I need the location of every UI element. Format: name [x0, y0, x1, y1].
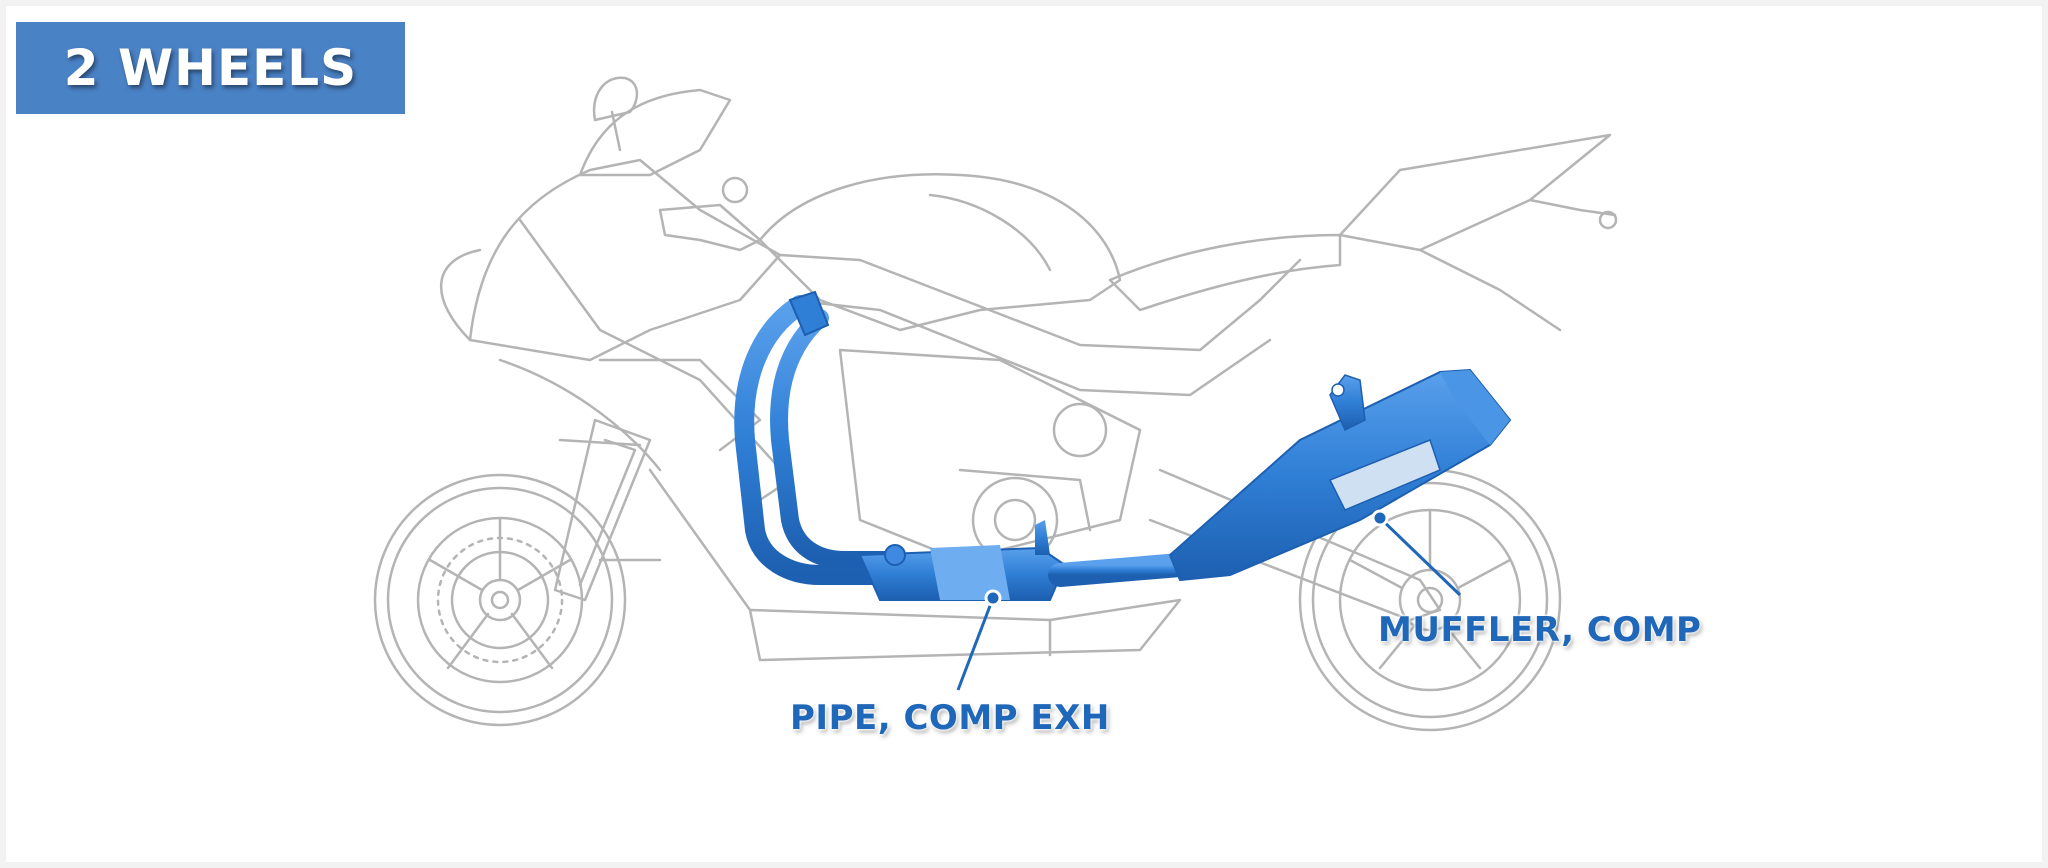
pipe-callout-label: PIPE, COMP EXH: [790, 698, 1110, 738]
muffler-callout-label: MUFFLER, COMP: [1378, 610, 1702, 650]
motorcycle-outline: [373, 76, 1618, 732]
pipe-leader-line: [956, 589, 1002, 691]
diagram-frame: [6, 6, 2042, 862]
exhaust-pipe-highlight: [734, 290, 1192, 601]
front-wheel: [373, 473, 627, 727]
category-badge-label: 2 WHEELS: [63, 39, 358, 97]
muffler-leader-line: [1371, 509, 1462, 597]
muffler-highlight: [1168, 368, 1512, 582]
category-badge: 2 WHEELS: [16, 22, 405, 114]
